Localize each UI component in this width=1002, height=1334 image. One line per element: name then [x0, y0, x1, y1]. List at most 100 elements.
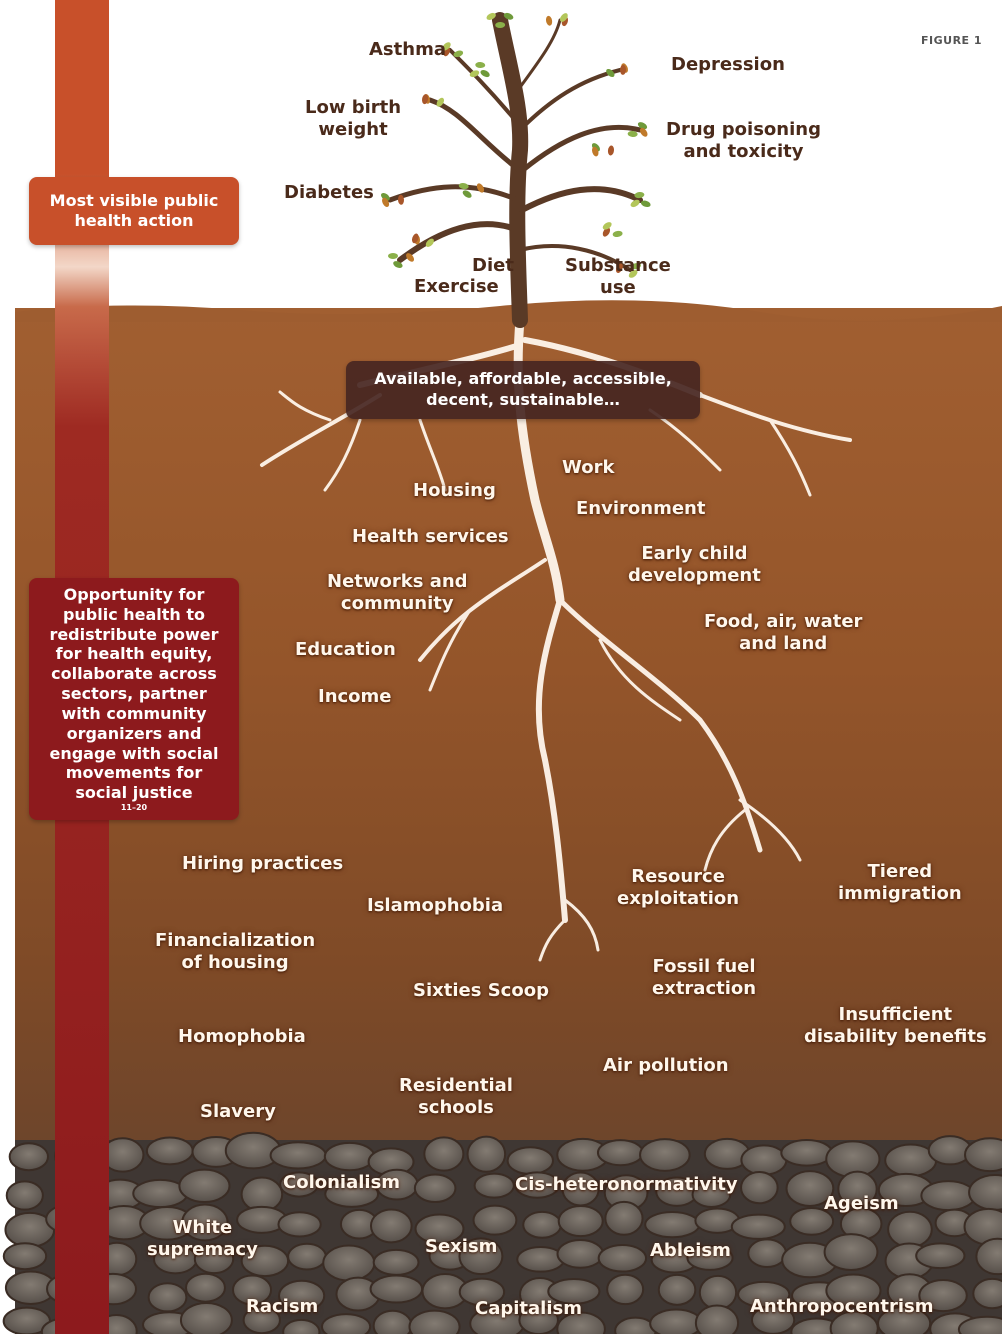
leaf	[640, 200, 651, 208]
leaf	[607, 145, 615, 156]
leaf	[397, 194, 405, 205]
label-capitalism: Capitalism	[475, 1298, 582, 1319]
opportunity-box: Opportunity for public health to redistr…	[29, 578, 239, 820]
leaf	[619, 64, 627, 75]
label-diabetes: Diabetes	[284, 182, 374, 203]
label-tiered-immigration: Tiered immigration	[838, 861, 962, 904]
rock-stone	[473, 1172, 515, 1199]
label-education: Education	[295, 639, 396, 660]
label-sexism: Sexism	[425, 1236, 498, 1257]
rock-stone	[789, 1206, 835, 1236]
rock-stone	[918, 1279, 968, 1313]
rock-stone	[145, 1136, 194, 1166]
leaf	[495, 21, 506, 29]
opportunity-text: Opportunity for public health to redistr…	[49, 584, 219, 803]
label-colonialism: Colonialism	[283, 1172, 401, 1193]
available-box: Available, affordable, accessible, decen…	[346, 361, 700, 419]
label-drug-poisoning: Drug poisoning and toxicity	[666, 119, 821, 162]
label-health-services: Health services	[352, 526, 509, 547]
label-early-child-development: Early child development	[628, 543, 761, 586]
leaf	[606, 68, 615, 77]
label-exercise: Exercise	[414, 276, 499, 297]
rock-stone	[278, 1279, 326, 1312]
rock-stone	[514, 1171, 561, 1199]
rock-stone	[414, 1213, 465, 1245]
figure-label: FIGURE 1	[921, 34, 983, 47]
label-income: Income	[318, 686, 392, 707]
rock-stone	[184, 1272, 226, 1303]
ground-edge	[15, 300, 1002, 322]
leaf	[442, 42, 451, 51]
rock-stone	[606, 1273, 645, 1306]
opportunity-refs: 11–20	[120, 803, 148, 813]
label-slavery: Slavery	[200, 1101, 276, 1122]
rock-stone	[369, 1274, 424, 1304]
rock-stone	[466, 1135, 507, 1173]
leaf	[393, 261, 403, 268]
leaf	[627, 130, 638, 138]
rock-stone	[518, 1305, 559, 1334]
rock-stone	[147, 1282, 188, 1313]
rock-stone	[322, 1244, 376, 1282]
rock-stone	[877, 1306, 932, 1334]
leaf	[421, 94, 429, 105]
rock-stone	[279, 1171, 319, 1198]
rock-stone	[282, 1318, 321, 1334]
rock-stone	[649, 1308, 704, 1334]
rock-stone	[181, 1203, 229, 1242]
rock-stone	[657, 1273, 697, 1306]
leaf	[453, 50, 464, 58]
leaf	[425, 238, 434, 247]
rock-stone	[686, 1244, 734, 1271]
label-low-birth-weight: Low birth weight	[305, 97, 402, 140]
rock-stone	[557, 1204, 604, 1238]
rock-stone	[556, 1239, 605, 1269]
rock-stone	[975, 1237, 1002, 1276]
rock-stone	[369, 1208, 413, 1244]
leaf	[639, 127, 648, 137]
label-white-supremacy: White supremacy	[147, 1217, 258, 1260]
rock-stone	[372, 1309, 413, 1334]
leaf	[486, 12, 496, 20]
leaf	[462, 190, 472, 198]
label-sixties-scoop: Sixties Scoop	[413, 980, 549, 1001]
rock-stone	[522, 1210, 562, 1239]
rock-stone	[829, 1310, 879, 1334]
rock-stone	[458, 1237, 504, 1276]
rock-stone	[825, 1273, 882, 1308]
leaf	[602, 222, 612, 230]
rock-stone	[2, 1242, 48, 1271]
leaf	[388, 253, 398, 259]
rock-stone	[8, 1142, 49, 1172]
leaf	[634, 191, 645, 199]
rock-stone	[458, 1277, 506, 1307]
rock-stone	[287, 1242, 327, 1271]
rock-stone	[644, 1211, 701, 1239]
label-ableism: Ableism	[650, 1240, 731, 1261]
leaf	[382, 197, 390, 207]
leaf	[475, 61, 486, 69]
tree-leaves	[381, 12, 651, 278]
label-homophobia: Homophobia	[178, 1026, 306, 1047]
leaf	[592, 146, 599, 157]
label-hiring-practices: Hiring practices	[182, 853, 344, 874]
leaf	[631, 262, 641, 270]
rock-stone	[413, 1173, 457, 1204]
rock-stone	[5, 1180, 44, 1211]
rock-stone	[193, 1243, 235, 1275]
rock-stone	[423, 1136, 465, 1172]
label-residential-schools: Residential schools	[399, 1075, 513, 1118]
rock-stone	[178, 1168, 231, 1204]
rock-stone	[269, 1141, 327, 1170]
rock-stone	[408, 1309, 461, 1334]
rock-stone	[639, 1138, 691, 1172]
label-resource-exploitation: Resource exploitation	[617, 866, 740, 909]
label-diet: Diet	[472, 255, 514, 276]
rock-stone	[887, 1210, 933, 1249]
rock-stone	[506, 1146, 555, 1176]
rock-stone	[837, 1170, 878, 1208]
rock-stone	[730, 1213, 786, 1240]
rock-stone	[964, 1137, 1002, 1173]
label-anthropocentrism: Anthropocentrism	[750, 1296, 934, 1317]
leaf	[503, 12, 514, 20]
